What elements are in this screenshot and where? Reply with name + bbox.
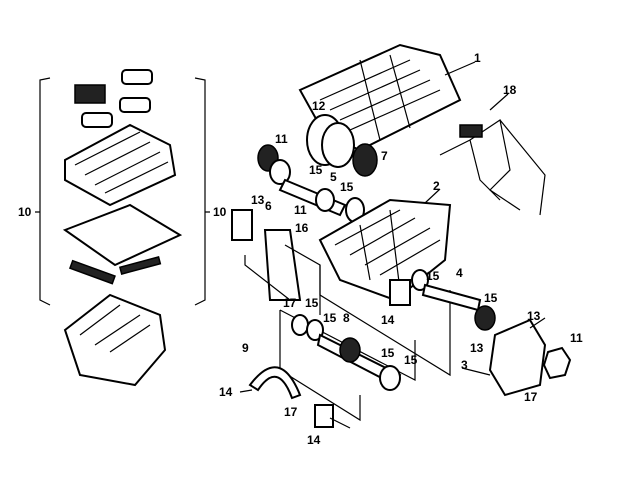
label-18: 18 — [503, 83, 517, 97]
label-4: 4 — [456, 266, 463, 280]
label-10: 10 — [213, 205, 227, 219]
label-14: 14 — [307, 433, 321, 447]
label-11: 11 — [275, 132, 288, 146]
label-9: 9 — [242, 341, 249, 355]
label-13: 13 — [251, 193, 265, 207]
label-7: 7 — [381, 149, 388, 163]
part-4-shaft — [389, 269, 496, 331]
label-15: 15 — [309, 163, 323, 177]
label-5: 5 — [330, 170, 337, 184]
label-14: 14 — [381, 313, 395, 327]
part-10-valve-body-assembly — [35, 69, 210, 387]
label-2: 2 — [433, 179, 440, 193]
label-17: 17 — [283, 296, 297, 310]
label-15: 15 — [426, 269, 440, 283]
label-15: 15 — [305, 296, 319, 310]
label-13: 13 — [527, 309, 541, 323]
label-15: 15 — [404, 353, 418, 367]
label-13: 13 — [470, 341, 484, 355]
part-6-shift-fork — [231, 209, 321, 315]
part-18-wiring-harness — [439, 119, 546, 216]
label-1: 1 — [474, 51, 481, 65]
label-12: 12 — [312, 99, 326, 113]
label-11: 11 — [570, 331, 583, 345]
part-9-fork — [248, 366, 351, 429]
part-8-shaft — [279, 309, 416, 422]
label-17: 17 — [524, 390, 538, 404]
label-15: 15 — [381, 346, 395, 360]
label-17: 17 — [284, 405, 298, 419]
callout-labels: 1 18 12 11 7 15 5 15 2 10 10 13 6 11 16 … — [18, 51, 583, 447]
label-15: 15 — [340, 180, 354, 194]
part-3-rear-housing — [488, 318, 572, 397]
label-15: 15 — [484, 291, 498, 305]
label-14: 14 — [219, 385, 233, 399]
label-11: 11 — [294, 203, 307, 217]
label-3: 3 — [461, 358, 468, 372]
label-16: 16 — [295, 221, 309, 235]
label-8: 8 — [343, 311, 350, 325]
label-6: 6 — [265, 199, 272, 213]
label-15: 15 — [323, 311, 337, 325]
label-10: 10 — [18, 205, 32, 219]
gears-and-shafts — [257, 114, 378, 223]
